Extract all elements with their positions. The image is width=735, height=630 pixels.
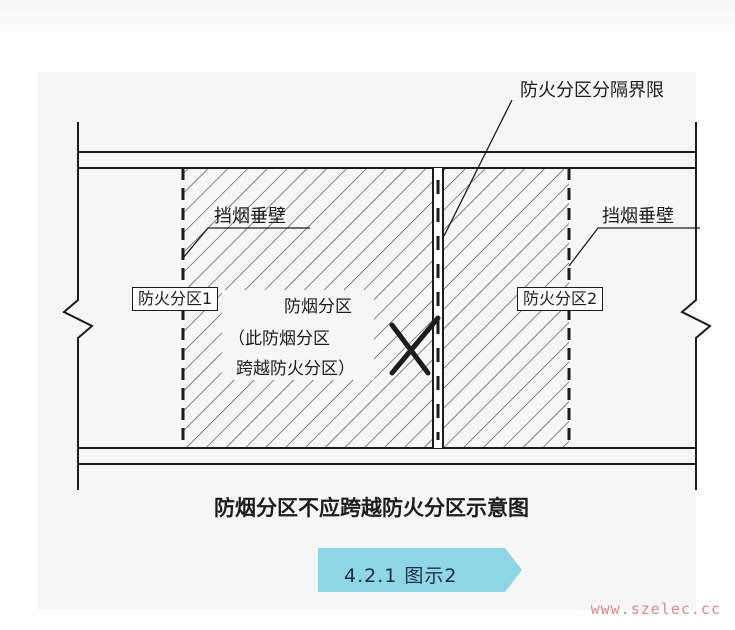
fire-zone-2-label: 防火分区2 [517, 287, 604, 311]
smoke-zone-label-line3: 跨越防火分区） [236, 359, 355, 379]
fire-zone-1-label: 防火分区1 [132, 287, 219, 311]
top-bar [0, 0, 735, 50]
smoke-zone-label-line1: 防烟分区 [284, 297, 352, 317]
smoke-zone-label-line2: （此防烟分区 [228, 329, 330, 349]
figure-number-label: 4.2.1 图示2 [344, 565, 458, 587]
left-wall-break [62, 122, 94, 490]
smoke-zone-label: 防烟分区 （此防烟分区 跨越防火分区） [222, 290, 374, 380]
leader-line-boundary [443, 99, 513, 237]
diagram-caption: 防烟分区不应跨越防火分区示意图 [214, 496, 529, 520]
prohibited-x-mark [389, 315, 441, 376]
watermark-text: www.szelec.cc [590, 600, 721, 618]
smoke-curtain-left-label: 挡烟垂壁 [214, 206, 286, 227]
right-wall-break [680, 122, 712, 490]
leader-line-curtain-left [182, 227, 310, 259]
smoke-curtain-right-label: 挡烟垂壁 [602, 206, 674, 227]
figure-banner [318, 548, 522, 592]
boundary-label: 防火分区分隔界限 [520, 80, 664, 101]
top-beam [78, 151, 696, 169]
leader-line-curtain-right [568, 227, 700, 267]
fire-compartment-boundary [432, 168, 444, 448]
bottom-beam [78, 447, 696, 465]
